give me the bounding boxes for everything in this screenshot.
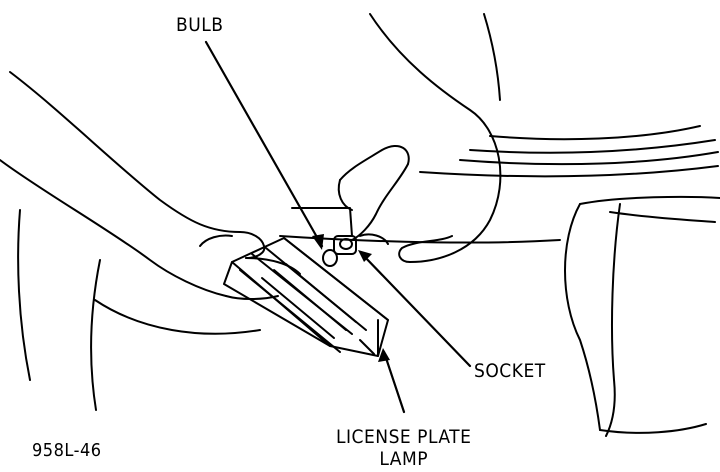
bulb-label: BULB xyxy=(176,14,224,36)
leader-lines xyxy=(206,42,470,412)
left-arm xyxy=(0,72,300,299)
figure-id: 958L-46 xyxy=(32,440,102,461)
leader-arrowheads xyxy=(312,234,390,362)
license-plate-lamp-label-line1: LICENSE PLATE xyxy=(336,426,472,448)
license-plate-lamp-label: LICENSE PLATE LAMP xyxy=(336,426,471,470)
right-hand xyxy=(292,14,500,262)
socket-label: SOCKET xyxy=(474,360,546,382)
license-plate-lamp xyxy=(224,238,388,356)
bulb-and-socket xyxy=(323,236,356,266)
vehicle-body xyxy=(18,126,720,436)
license-plate-lamp-label-line2: LAMP xyxy=(379,448,429,470)
